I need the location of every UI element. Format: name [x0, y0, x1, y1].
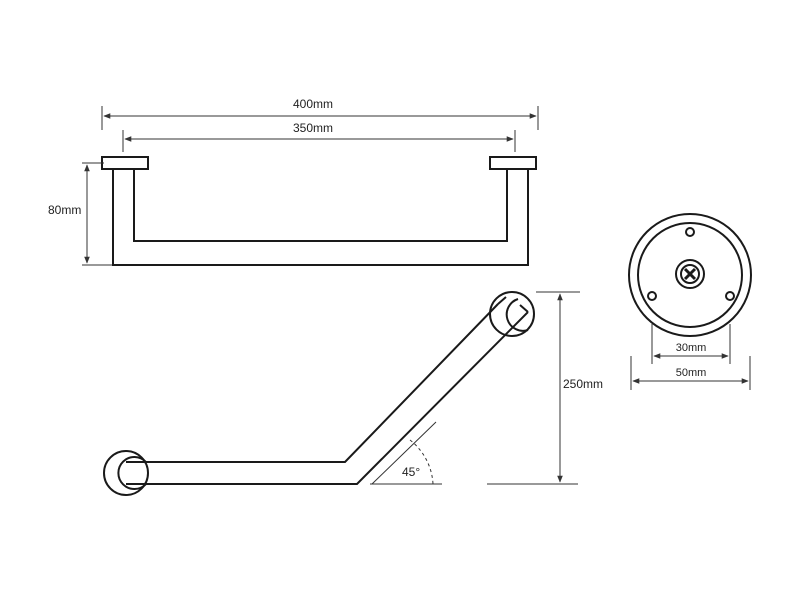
left-screw-hole — [647, 291, 657, 301]
dim-30 — [651, 324, 731, 364]
flange-detail — [628, 213, 752, 337]
left-flange — [101, 156, 149, 170]
cross-screw-icon — [683, 267, 697, 281]
flange-inner-label: 30mm — [676, 342, 707, 354]
flange-inner-ring — [637, 222, 743, 328]
bar-outline — [112, 169, 529, 266]
angled-height-label: 250mm — [563, 377, 603, 391]
dim-350 — [122, 130, 516, 152]
dim-50 — [630, 356, 751, 390]
dim-400 — [101, 106, 539, 130]
top-screw-hole — [685, 227, 695, 237]
angle-label: 45° — [402, 465, 420, 479]
depth-label: 80mm — [48, 203, 81, 217]
lower-flange-outer — [103, 450, 149, 496]
dim-250 — [536, 291, 580, 483]
upper-flange-outer — [489, 291, 535, 337]
angled-bar-body — [126, 303, 529, 485]
right-flange — [489, 156, 537, 170]
center-boss-inner — [680, 264, 700, 284]
lower-flange-inner — [117, 456, 147, 490]
dim-80 — [82, 162, 112, 266]
right-screw-hole — [725, 291, 735, 301]
upper-flange-inner — [505, 298, 529, 332]
flange-outer-label: 50mm — [676, 367, 707, 379]
inner-length-label: 350mm — [293, 121, 333, 135]
top-view — [101, 156, 537, 266]
angle-construction — [370, 421, 578, 485]
overall-length-label: 400mm — [293, 97, 333, 111]
angled-view — [103, 291, 535, 496]
flange-outer-ring — [628, 213, 752, 337]
center-boss-outer — [675, 259, 705, 289]
